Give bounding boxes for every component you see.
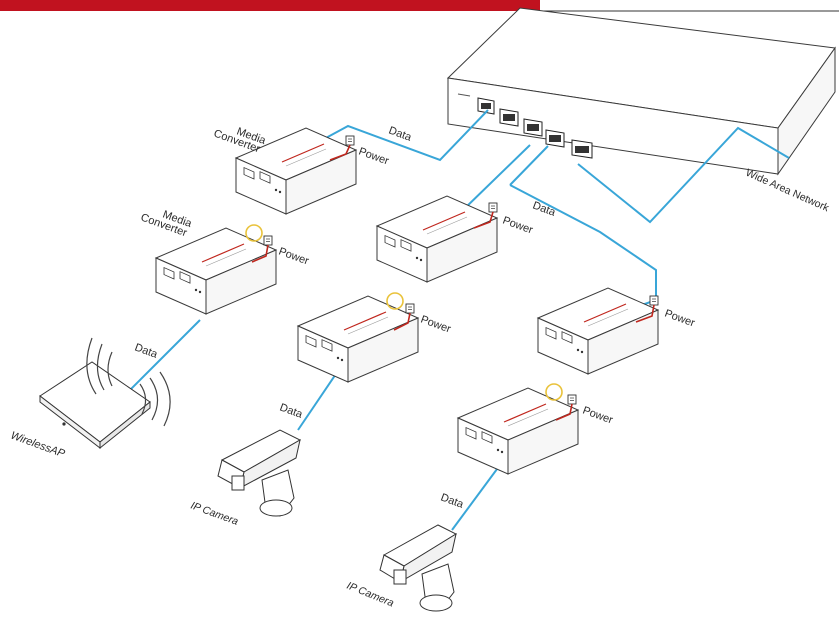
data-label-ap: Data [133,342,160,362]
power-adapter-icon [345,135,355,146]
data-label-branch: Data [531,200,558,220]
ip-camera-label-2: IP Camera [345,580,396,610]
wireless-ap-label: WirelessAP [9,430,67,461]
data-label-camera-1: Data [278,402,305,422]
media-converter-icon [155,227,277,315]
power-label-5: Power [663,308,697,330]
ip-camera-icon [217,429,302,517]
power-label-4: Power [419,314,453,336]
power-label-3: Power [501,215,535,237]
ip-camera-icon [379,524,458,612]
power-adapter-icon [488,202,498,213]
data-label-camera-2: Data [439,492,466,512]
fiber-links [245,224,563,401]
media-converter-icon [297,295,419,383]
ip-camera-label-1: IP Camera [189,500,240,528]
media-converter-icon [457,387,579,475]
network-switch-icon [446,7,836,176]
wireless-ap-icon [39,337,171,450]
header-bar [0,0,540,11]
power-label-1: Power [357,146,391,168]
power-label-2: Power [277,246,311,268]
power-adapter-icon [263,235,273,246]
data-cables [121,109,790,531]
wide-area-network-label: Wide Area Network [744,167,832,215]
power-label-6: Power [581,405,615,427]
power-adapter-icon [567,394,577,405]
media-converter-icon [376,195,498,283]
power-adapter-icon [405,303,415,314]
power-adapter-icon [649,295,659,306]
media-converter-icon [537,287,659,375]
power-adapters [251,135,659,421]
